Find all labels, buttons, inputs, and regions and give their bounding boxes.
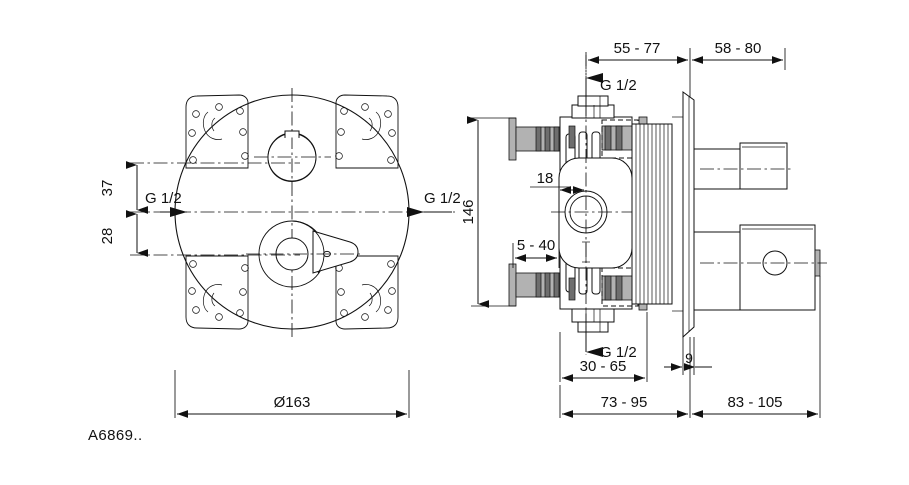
front-port-right-label: G 1/2 — [424, 190, 461, 207]
mounting-bracket-top-left — [185, 94, 249, 169]
dim-5-40: 5 - 40 — [512, 237, 560, 268]
dim-73-95-label: 73 - 95 — [601, 394, 648, 411]
front-view-group: 37 28 G 1/2 G 1/2 Ø163 — [88, 88, 461, 444]
dim-146-label: 146 — [460, 199, 477, 224]
dim-146: 146 — [460, 116, 516, 308]
front-port-right: G 1/2 — [407, 190, 461, 217]
dim-28: 28 — [99, 210, 148, 257]
section-port-top-label: G 1/2 — [600, 77, 637, 94]
dim-30-65-label: 30 - 65 — [580, 358, 627, 375]
section-port-top: G 1/2 — [585, 73, 637, 104]
dim-58-80: 58 - 80 — [692, 40, 786, 70]
dim-diameter-163-label: Ø163 — [274, 394, 311, 411]
dim-5-40-label: 5 - 40 — [517, 237, 555, 254]
diverter-handle — [693, 142, 793, 190]
bottom-connector — [571, 308, 615, 333]
control-handle-side — [693, 224, 827, 311]
mounting-bracket-bottom-left — [185, 255, 249, 330]
dim-37-label: 37 — [99, 180, 116, 197]
section-view-group: 55 - 77 58 - 80 — [460, 40, 827, 418]
spindle-marker — [582, 241, 590, 263]
top-connector — [571, 95, 615, 119]
part-number-label: A6869.. — [88, 427, 143, 444]
threaded-sleeve — [631, 123, 673, 305]
dim-83-105: 83 - 105 — [689, 276, 821, 418]
dim-83-105-label: 83 - 105 — [727, 394, 782, 411]
dim-37: 37 — [99, 161, 148, 214]
dim-9: 9 — [664, 337, 712, 375]
mounting-bracket-bottom-right — [335, 255, 399, 330]
dim-58-80-label: 58 - 80 — [715, 40, 762, 57]
front-port-left-label: G 1/2 — [145, 190, 182, 207]
dim-30-65: 30 - 65 — [559, 312, 648, 382]
section-port-bottom-label: G 1/2 — [600, 344, 637, 361]
dim-55-77-label: 55 - 77 — [614, 40, 661, 57]
dim-28-label: 28 — [99, 228, 116, 245]
escutcheon-plate — [672, 91, 695, 339]
section-port-bottom: G 1/2 — [585, 326, 637, 361]
mounting-bracket-top-right — [335, 94, 399, 169]
dim-9-label: 9 — [685, 350, 693, 366]
dim-18-label: 18 — [537, 170, 554, 187]
dim-73-95: 73 - 95 — [559, 385, 688, 418]
dim-18: 18 — [530, 170, 584, 194]
front-port-left: G 1/2 — [145, 190, 187, 217]
dim-diameter-163: Ø163 — [174, 370, 410, 418]
